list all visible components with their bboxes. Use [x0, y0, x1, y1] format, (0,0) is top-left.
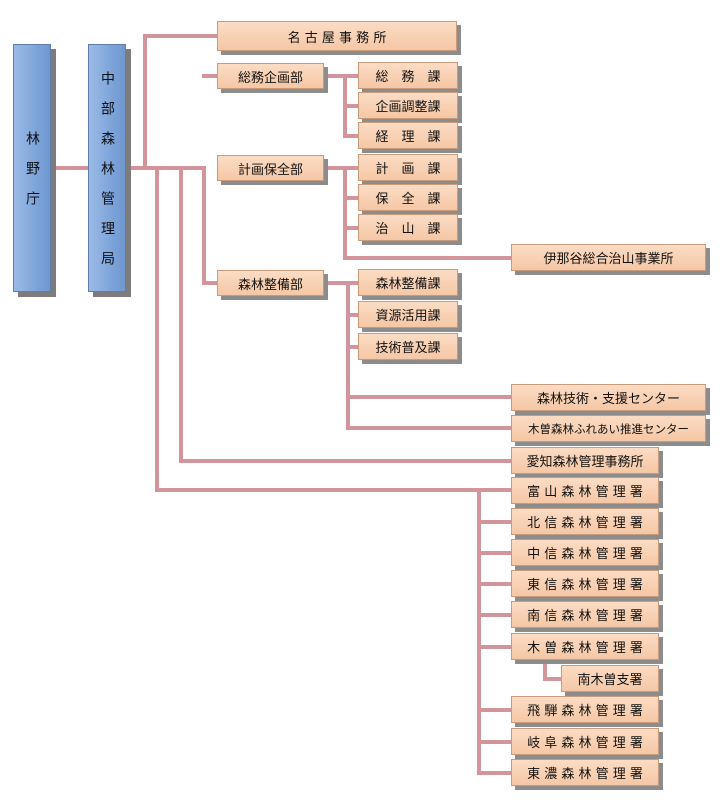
- district-office-box: 東 信 森 林 管 理 署: [511, 570, 659, 597]
- center-box: 木曽森林ふれあい推進センター: [511, 415, 706, 442]
- dept-planning-conservation-box: 計画保全部: [217, 155, 324, 181]
- district-office-box: 富 山 森 林 管 理 署: [511, 477, 659, 504]
- section-box: 技術普及課: [358, 333, 458, 360]
- agency-box: 林 野 庁: [13, 44, 51, 292]
- bureau-box: 中 部 森 林 管 理 局: [88, 44, 126, 292]
- center-box: 森林技術・支援センター: [511, 384, 706, 411]
- connector-nagoya: [143, 34, 221, 170]
- district-office-box: 北 信 森 林 管 理 署: [511, 508, 659, 535]
- dept-forest-management-box: 森林整備部: [217, 270, 324, 296]
- connector-district-offices: [155, 166, 515, 775]
- branch-office-box: 南木曽支署: [561, 665, 659, 692]
- district-office-box: 東 濃 森 林 管 理 署: [511, 759, 659, 786]
- connector-general-sections: [322, 74, 362, 138]
- connector-planning-sections: [322, 166, 515, 260]
- nagoya-office-box: 名 古 屋 事 務 所: [217, 21, 457, 51]
- district-office-box: 岐 阜 森 林 管 理 署: [511, 728, 659, 755]
- section-box: 総 務 課: [358, 62, 458, 89]
- section-box: 経 理 課: [358, 122, 458, 149]
- connector-branch: [543, 657, 565, 681]
- connector-forest-sections: [322, 281, 515, 430]
- district-office-box: 南 信 森 林 管 理 署: [511, 601, 659, 628]
- section-box: 企画調整課: [358, 92, 458, 119]
- section-box: 治 山 課: [358, 214, 458, 241]
- district-office-box: 中 信 森 林 管 理 署: [511, 539, 659, 566]
- dept-general-affairs-box: 総務企画部: [217, 63, 324, 89]
- section-box: 計 画 課: [358, 154, 458, 181]
- section-box: 保 全 課: [358, 184, 458, 211]
- connector-departments: [202, 74, 221, 285]
- aichi-office-box: 愛知森林管理事務所: [511, 447, 659, 474]
- section-box: 森林整備課: [358, 269, 458, 296]
- project-office-box: 伊那谷総合治山事業所: [511, 244, 706, 271]
- district-office-box: 飛 騨 森 林 管 理 署: [511, 696, 659, 723]
- district-office-box: 木 曽 森 林 管 理 署: [511, 633, 659, 660]
- section-box: 資源活用課: [358, 301, 458, 328]
- connector-aichi: [179, 166, 515, 463]
